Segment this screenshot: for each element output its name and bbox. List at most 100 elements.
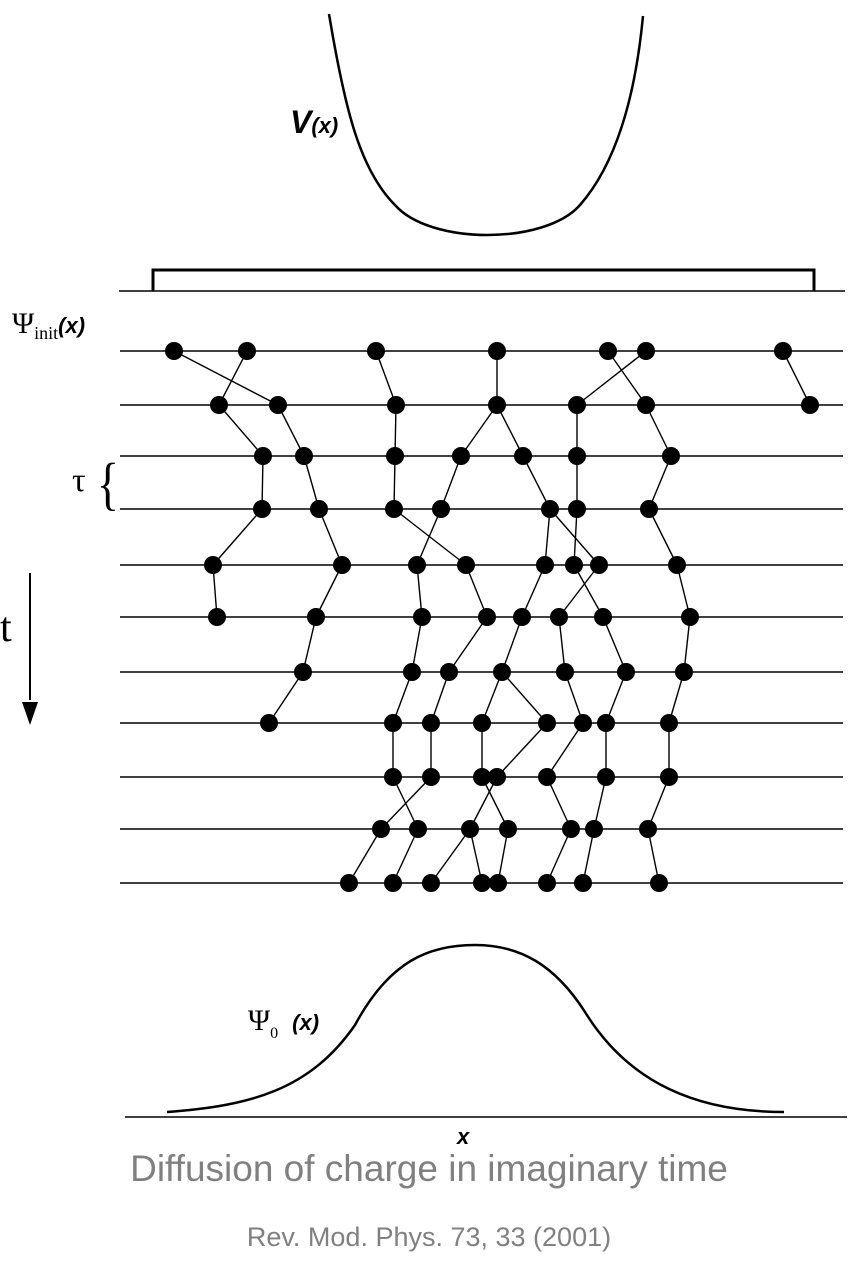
walker-dot <box>660 768 678 786</box>
walker-dot <box>403 663 421 681</box>
walker-path-segment <box>576 350 647 406</box>
walker-dot <box>384 874 402 892</box>
psi0-label: Ψ0(x) <box>248 1004 319 1043</box>
walker-dot <box>637 342 655 360</box>
walker-dot <box>473 874 491 892</box>
psi-init-label: Ψinit(x) <box>12 307 85 344</box>
walker-dot <box>662 447 680 465</box>
walker-dot <box>333 556 351 574</box>
walker-path-segment <box>546 776 572 830</box>
time-arrow-head-icon <box>22 702 38 725</box>
walker-dot <box>488 342 506 360</box>
walker-dot <box>640 500 658 518</box>
walker-path-segment <box>522 455 551 510</box>
walker-dot <box>210 396 228 414</box>
citation: Rev. Mod. Phys. 73, 33 (2001) <box>246 1222 612 1252</box>
walker-dot <box>386 447 404 465</box>
walker-path-segment <box>440 455 462 510</box>
walker-path-segment <box>392 828 419 884</box>
walker-dot <box>387 396 405 414</box>
walkers <box>165 342 819 892</box>
walker-path-segment <box>501 616 523 673</box>
walker-dot <box>536 556 554 574</box>
walker-dot <box>440 663 458 681</box>
walker-path-segment <box>607 350 647 406</box>
walker-path-segment <box>481 776 509 830</box>
walker-path-segment <box>469 828 483 884</box>
walker-path-segment <box>496 722 548 778</box>
walker-path-segment <box>521 564 546 618</box>
walker-dot <box>538 874 556 892</box>
walker-dot <box>260 714 278 732</box>
walker-path-segment <box>469 776 498 830</box>
walker-path-segment <box>416 508 442 566</box>
walker-dot <box>238 342 256 360</box>
walker-path-segment <box>546 828 572 884</box>
time-label: t <box>0 605 12 651</box>
walker-dot <box>294 663 312 681</box>
walker-dot <box>650 874 668 892</box>
walker-dot <box>457 556 475 574</box>
walker-path-segment <box>218 350 248 406</box>
walker-path-segment <box>380 776 432 830</box>
walker-path-segment <box>648 508 678 566</box>
walker-dot <box>617 663 635 681</box>
walker-path-segment <box>782 350 811 406</box>
walker-path-segment <box>411 616 423 673</box>
walker-dot <box>340 874 358 892</box>
walker-dot <box>574 714 592 732</box>
initial-distribution-box <box>151 268 816 291</box>
walker-path-segment <box>430 671 450 724</box>
walker-dot <box>422 874 440 892</box>
psi0-arg: (x) <box>292 1010 320 1035</box>
walker-dot <box>660 714 678 732</box>
walker-dot <box>408 556 426 574</box>
walker-path-segment <box>549 508 600 566</box>
walker-dot <box>204 556 222 574</box>
walker-dot <box>367 342 385 360</box>
walker-dot <box>568 396 586 414</box>
walker-dot <box>384 768 402 786</box>
walker-dot <box>568 500 586 518</box>
walker-path-segment <box>564 671 584 724</box>
psi0-symbol: Ψ <box>248 1004 271 1037</box>
walker-path-segment <box>648 455 672 510</box>
walker-dot <box>307 608 325 626</box>
walker-dot <box>574 874 592 892</box>
potential-symbol: V <box>290 104 312 140</box>
walker-dot <box>422 714 440 732</box>
walker-dot <box>385 500 403 518</box>
walker-path-segment <box>647 828 660 884</box>
psi-init-arg: (x) <box>58 313 86 338</box>
walker-path-segment <box>460 404 498 457</box>
walker-dot <box>541 500 559 518</box>
caption: Diffusion of charge in imaginary time <box>130 1148 728 1189</box>
walker-path-segment <box>302 616 317 673</box>
walker-path-segment <box>268 671 304 724</box>
walker-dot <box>597 768 615 786</box>
walker-path-segment <box>573 564 604 618</box>
walker-dot <box>594 608 612 626</box>
walker-path-segment <box>645 404 672 457</box>
walker-dot <box>550 608 568 626</box>
walker-dot <box>538 768 556 786</box>
ground-state-curve <box>166 943 785 1114</box>
walker-path-segment <box>558 616 566 673</box>
walker-dot <box>639 820 657 838</box>
walker-path-segment <box>573 508 578 566</box>
walker-path-segment <box>277 404 305 457</box>
potential-arg: (x) <box>311 113 339 138</box>
walker-dot <box>599 342 617 360</box>
walker-path-segment <box>558 564 600 618</box>
walker-path-segment <box>497 828 509 884</box>
walker-dot <box>556 663 574 681</box>
walker-dot <box>774 342 792 360</box>
walker-path-segment <box>546 722 584 778</box>
walker-path-segment <box>448 616 488 673</box>
walker-dot <box>493 663 511 681</box>
walker-dot <box>253 500 271 518</box>
potential-curve <box>327 13 645 237</box>
walker-path-segment <box>582 828 595 884</box>
walker-path-segment <box>392 671 413 724</box>
potential-label: V(x) <box>290 104 338 141</box>
